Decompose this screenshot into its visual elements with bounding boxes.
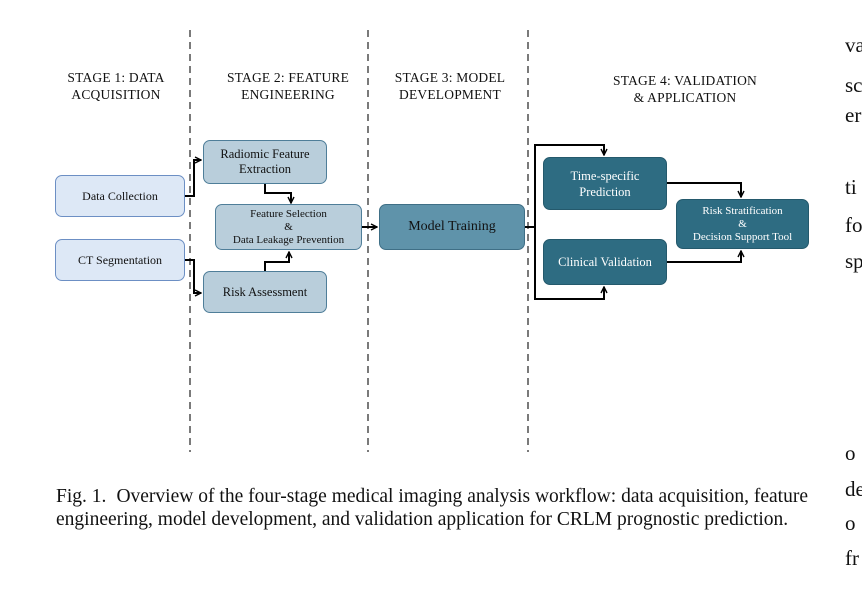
diagram-connectors	[184, 30, 862, 452]
stage-4-title: STAGE 4: VALIDATION & APPLICATION	[613, 73, 757, 105]
node-data-collection: Data Collection	[55, 175, 185, 217]
node-clinical-validation: Clinical Validation	[543, 239, 667, 285]
figure-caption-text: Overview of the four-stage medical imagi…	[56, 486, 808, 530]
node-feature-selection: Feature Selection & Data Leakage Prevent…	[215, 204, 362, 250]
side-text-fragment: sc	[845, 73, 862, 97]
node-ct-segmentation: CT Segmentation	[55, 239, 185, 281]
side-text-fragment: o	[845, 441, 856, 465]
arrow-clinical-to-strat	[667, 251, 741, 263]
side-text-fragment: va	[845, 33, 862, 57]
side-text-fragment: o	[845, 511, 856, 535]
side-text-fragment: sp	[845, 249, 862, 273]
arrow-risk-to-selection	[264, 252, 289, 271]
stage-3-title: STAGE 3: MODEL DEVELOPMENT	[394, 70, 506, 102]
side-text-fragment: fo	[845, 213, 862, 237]
arrow-time-to-strat	[667, 182, 741, 197]
side-text-fragment: de	[845, 477, 862, 501]
side-text-fragment: er	[845, 103, 862, 127]
side-text-fragment: ti	[845, 175, 857, 199]
node-time-specific-prediction: Time-specific Prediction	[543, 157, 667, 210]
arrow-extraction-to-selection	[264, 184, 291, 203]
figure-caption-label: Fig. 1.	[56, 486, 107, 507]
stage-1-title: STAGE 1: DATA ACQUISITION	[67, 70, 165, 102]
arrow-segmentation-to-risk	[184, 259, 201, 293]
arrow-training-to-clinical	[534, 227, 604, 300]
node-radiomic-feature-extraction: Radiomic Feature Extraction	[203, 140, 327, 184]
side-text-fragment: fr	[845, 546, 859, 570]
stage-2-title: STAGE 2: FEATURE ENGINEERING	[226, 70, 350, 102]
node-risk-stratification: Risk Stratification & Decision Support T…	[676, 199, 809, 249]
node-model-training: Model Training	[379, 204, 525, 250]
figure-caption: Fig. 1.Overview of the four-stage medica…	[56, 485, 808, 531]
node-risk-assessment: Risk Assessment	[203, 271, 327, 313]
arrow-collection-to-extraction	[184, 160, 201, 197]
arrow-training-to-time	[525, 144, 604, 228]
